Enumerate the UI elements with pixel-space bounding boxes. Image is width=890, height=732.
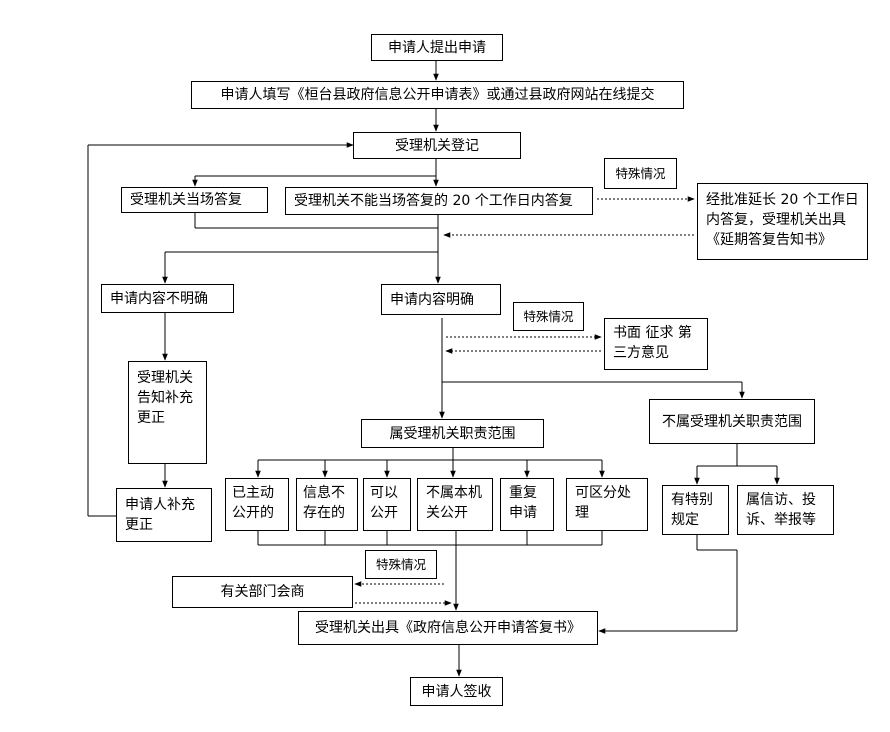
can-disclose-box: 可以 公开 (363, 478, 411, 531)
already-public-box: 已主动 公开的 (225, 478, 289, 531)
partial-box: 可区分处 理 (566, 478, 648, 531)
reply-20days-box: 受理机关不能当场答复的 20 个工作日内答复 (285, 187, 593, 215)
content-unclear-box: 申请内容不明确 (101, 284, 234, 313)
special-case-label-3: 特殊情况 (365, 550, 437, 579)
content-clear-box: 申请内容明确 (381, 284, 501, 315)
applicant-submit-box: 申请人提出申请 (371, 34, 503, 61)
notify-correct-box: 受理机关 告知补充 更正 (128, 361, 207, 464)
consult-box: 有关部门会商 (172, 576, 353, 608)
sign-receipt-box: 申请人签收 (410, 677, 503, 706)
info-not-exist-box: 信息不 存在的 (296, 478, 358, 531)
duplicate-box: 重复 申请 (500, 478, 554, 531)
fill-form-box: 申请人填写《桓台县政府信息公开申请表》或通过县政府网站在线提交 (191, 81, 684, 109)
in-scope-box: 属受理机关职责范围 (361, 419, 544, 448)
special-rule-box: 有特别 规定 (662, 485, 729, 535)
issue-reply-box: 受理机关出具《政府信息公开申请答复书》 (298, 611, 598, 645)
register-box: 受理机关登记 (353, 132, 521, 159)
third-party-box: 书面 征求 第 三方意见 (604, 318, 708, 370)
out-scope-box: 不属受理机关职责范围 (649, 399, 815, 444)
special-case-label-2: 特殊情况 (513, 302, 584, 331)
reply-onsite-box: 受理机关当场答复 (121, 187, 268, 213)
applicant-correct-box: 申请人补充 更正 (116, 488, 212, 542)
extend-reply-box: 经批准延长 20 个工作日 内答复，受理机关出具 《延期答复告知书》 (697, 183, 868, 260)
petition-box: 属信访、投 诉、举报等 (737, 485, 834, 535)
special-case-label-1: 特殊情况 (604, 158, 677, 189)
not-disclosable-box: 不属本机 关公开 (417, 478, 493, 531)
